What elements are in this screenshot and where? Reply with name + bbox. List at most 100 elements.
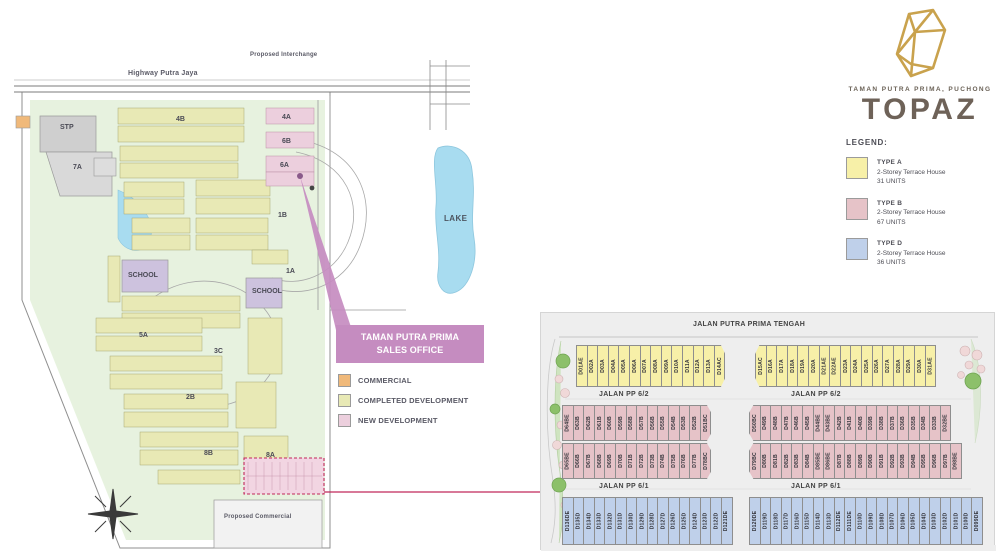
- lot-label: D102D: [942, 512, 949, 530]
- lot-label: D121DE: [723, 510, 730, 532]
- detail-site-plan: JALAN PUTRA PRIMA TENGAH JALAN PP 6/2 JA…: [540, 312, 996, 551]
- lot-label: D34B: [921, 416, 928, 430]
- road-label-left-lower: JALAN PP 6/1: [599, 483, 649, 490]
- lot-label: D92B: [889, 454, 896, 468]
- zone-label-7a: 7A: [73, 164, 82, 171]
- lot-label: D04A: [610, 359, 617, 373]
- masterplan-vector: [14, 60, 476, 549]
- lot-label: D46B: [794, 416, 801, 430]
- lot-label: D112DE: [836, 510, 843, 532]
- lot-label: D12A: [695, 359, 702, 373]
- lot-label: D23A: [842, 359, 849, 373]
- swatch-completed: [338, 394, 351, 407]
- masterplan-map: Highway Putra Jaya Proposed Interchange …: [14, 52, 484, 549]
- lot-D121DE[interactable]: D121DE: [720, 497, 733, 545]
- lot-label: D77B: [691, 454, 698, 468]
- lot-label: D75B: [670, 454, 677, 468]
- legend-type-code: TYPE B: [877, 199, 903, 207]
- lot-label: D131D: [617, 512, 624, 530]
- lot-label: D81B: [772, 454, 779, 468]
- road-label: Highway Putra Jaya: [128, 70, 198, 77]
- lot-label: D105D: [910, 512, 917, 530]
- legend-type-units: 36 UNITS: [877, 259, 906, 266]
- lot-label: D90B: [868, 454, 875, 468]
- legend-label: NEW DEVELOPMENT: [358, 416, 438, 425]
- lot-label: D38B: [878, 416, 885, 430]
- lot-label: D63B: [575, 416, 582, 430]
- lot-label: D13A: [705, 359, 712, 373]
- brand-subtitle: TAMAN PUTRA PRIMA, PUCHONG: [848, 86, 992, 93]
- brand-block: TAMAN PUTRA PRIMA, PUCHONG TOPAZ: [840, 8, 1000, 126]
- lot-label: D130D: [628, 512, 635, 530]
- lot-label: D14AC: [716, 357, 723, 375]
- lot-label: D10A: [674, 359, 681, 373]
- lot-label: D40B: [857, 416, 864, 430]
- road-label-top: JALAN PUTRA PRIMA TENGAH: [693, 321, 806, 328]
- callout-line-1: TAMAN PUTRA PRIMA: [360, 332, 460, 342]
- lot-label: D115D: [804, 512, 811, 530]
- legend-row-completed: COMPLETED DEVELOPMENT: [338, 394, 468, 407]
- legend-type-desc: 2-Storey Terrace House: [877, 168, 946, 176]
- lot-label: D113D: [825, 512, 832, 530]
- zone-label-5a: 5A: [139, 332, 148, 339]
- zone-label-2b: 2B: [186, 394, 195, 401]
- lot-label: D87B: [836, 454, 843, 468]
- lot-D14AC[interactable]: D14AC: [713, 345, 726, 387]
- lot-D52B[interactable]: D52B: [689, 405, 701, 441]
- lot-label: D56B: [649, 416, 656, 430]
- lot-label: D29A: [906, 359, 913, 373]
- legend-type-desc: 2-Storey Terrace House: [877, 249, 946, 257]
- lot-label: D101D: [953, 512, 960, 530]
- lot-label: D117D: [783, 512, 790, 530]
- lot-label: D123D: [702, 512, 709, 530]
- lot-label: D099DE: [974, 510, 981, 532]
- lot-D77B[interactable]: D77B: [689, 443, 701, 479]
- lot-label: D54B: [670, 416, 677, 430]
- lot-label: D84B: [804, 454, 811, 468]
- road-label: Proposed Interchange: [250, 52, 318, 58]
- zone-label-6a: 6A: [280, 162, 289, 169]
- lot-label: D26A: [874, 359, 881, 373]
- lot-D51BC[interactable]: D51BC: [699, 405, 712, 441]
- lot-label: D110D: [857, 512, 864, 530]
- lot-label: D82B: [783, 454, 790, 468]
- legend-type-units: 31 UNITS: [877, 178, 906, 185]
- lot-D099DE[interactable]: D099DE: [971, 497, 984, 545]
- lot-label: D06A: [631, 359, 638, 373]
- lot-label: D96B: [931, 454, 938, 468]
- type-legend: LEGEND: TYPE A 2-Storey Terrace House 31…: [846, 138, 1000, 279]
- lot-label: D95B: [921, 454, 928, 468]
- lot-label: D43BE: [825, 414, 832, 432]
- legend-type-units: 67 UNITS: [877, 218, 906, 226]
- lot-label: D33B: [931, 416, 938, 430]
- lot-label: D55B: [660, 416, 667, 430]
- lot-label: D124D: [691, 512, 698, 530]
- lot-label: D72B: [638, 454, 645, 468]
- lot-label: D37B: [889, 416, 896, 430]
- topaz-gem-icon: [895, 8, 947, 78]
- legend-row-new: NEW DEVELOPMENT: [338, 414, 468, 427]
- lot-label: D71B: [628, 454, 635, 468]
- lot-label: D32BE: [942, 414, 949, 432]
- legend-item-type-d: TYPE D 2-Storey Terrace House 36 UNITS: [846, 238, 1000, 268]
- zone-label-stp: STP: [60, 124, 74, 131]
- lot-label: D41B: [847, 416, 854, 430]
- lot-D32BE[interactable]: D32BE: [939, 405, 952, 441]
- lot-label: D59B: [617, 416, 624, 430]
- lot-label: D134D: [585, 512, 592, 530]
- lot-D78BC[interactable]: D78BC: [699, 443, 712, 479]
- lot-label: D76B: [681, 454, 688, 468]
- lot-D31AE[interactable]: D31AE: [924, 345, 937, 387]
- legend-item-type-a: TYPE A 2-Storey Terrace House 31 UNITS: [846, 157, 1000, 187]
- lake-label: LAKE: [444, 214, 468, 223]
- lot-label: D67B: [585, 454, 592, 468]
- lot-D98BE[interactable]: D98BE: [950, 443, 962, 479]
- callout-line-2: SALES OFFICE: [376, 345, 444, 355]
- lot-label: D93B: [900, 454, 907, 468]
- zone-label-4a: 4A: [282, 114, 291, 121]
- lot-D13A[interactable]: D13A: [703, 345, 715, 387]
- lot-label: D97B: [942, 454, 949, 468]
- lot-label: D103D: [931, 512, 938, 530]
